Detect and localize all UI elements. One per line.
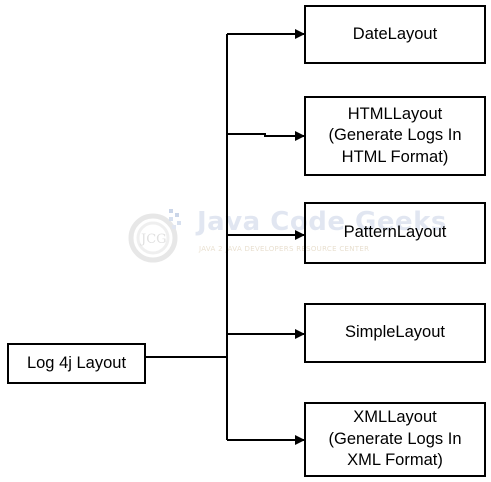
- layout-node-label: SimpleLayout: [345, 322, 445, 343]
- label-line: (Generate Logs In: [328, 429, 462, 448]
- label-line: HTML Format): [341, 147, 449, 166]
- root-node-label: Log 4j Layout: [26, 353, 127, 372]
- label-line: XMLLayout: [353, 408, 437, 427]
- label-line: DateLayout: [352, 24, 438, 43]
- layout-node-label: PatternLayout: [344, 222, 447, 243]
- label-line: PatternLayout: [343, 223, 447, 242]
- arrow-to-htmllayout: [227, 131, 305, 141]
- layout-node-datelayout: DateLayout: [304, 5, 486, 64]
- layout-node-label: DateLayout: [353, 24, 437, 45]
- layout-node-label: HTMLLayout (Generate Logs In HTML Format…: [329, 104, 462, 168]
- label-line: XML Format): [347, 451, 443, 470]
- layout-node-simplelayout: SimpleLayout: [304, 303, 486, 363]
- layout-node-htmllayout: HTMLLayout (Generate Logs In HTML Format…: [304, 96, 486, 176]
- label-line: (Generate Logs In: [328, 126, 462, 145]
- label-line: HTMLLayout: [347, 104, 443, 123]
- layout-node-patternlayout: PatternLayout: [304, 202, 486, 264]
- layout-node-label: XMLLayout (Generate Logs In XML Format): [329, 407, 462, 471]
- root-node: Log 4j Layout: [7, 343, 146, 384]
- label-line: SimpleLayout: [345, 323, 445, 342]
- layout-node-xmllayout: XMLLayout (Generate Logs In XML Format): [304, 402, 486, 477]
